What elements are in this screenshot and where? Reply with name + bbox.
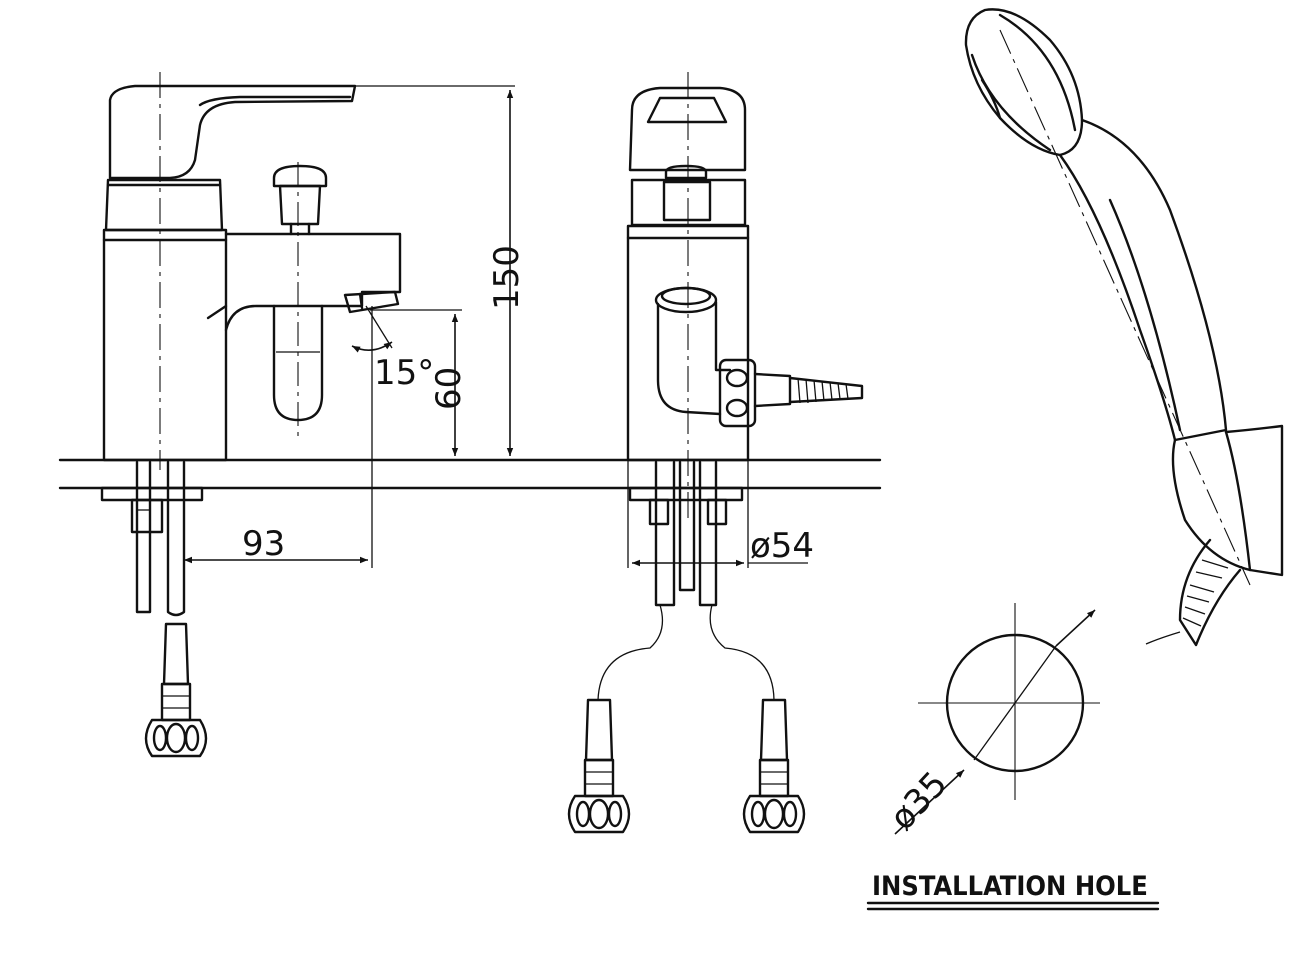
installation-hole: ø35 INSTALLATION HOLE [866, 603, 1160, 911]
installation-hole-caption: INSTALLATION HOLE [872, 871, 1148, 902]
shower-hose [1178, 538, 1242, 647]
faucet-body [102, 228, 228, 462]
hose-nut-left [567, 794, 631, 834]
dim-35-diameter-label: ø35 [882, 764, 955, 838]
dim-60-label: 60 [429, 367, 469, 410]
wall-bracket [1171, 424, 1284, 577]
diverter-knob [272, 164, 328, 188]
handle-front [628, 86, 747, 172]
front-view: ø54 [567, 72, 864, 834]
shower-handle [1058, 118, 1228, 442]
cartridge-collar [104, 178, 224, 232]
dim-54-diameter-label: ø54 [750, 526, 814, 566]
hand-shower [964, 8, 1284, 647]
hose-nut-right [742, 794, 806, 834]
dim-15-degree-label: 15° [374, 353, 434, 393]
shower-hose-stub [788, 376, 864, 404]
spout [224, 232, 402, 332]
hose-nut-side [144, 718, 208, 758]
hose-left-front [567, 698, 631, 834]
dim-150-label: 150 [487, 245, 527, 310]
side-view: 150 60 15° 93 [100, 72, 527, 758]
hose-right-front [742, 698, 806, 834]
lever-handle [108, 84, 357, 180]
aerator [343, 290, 400, 314]
dim-93-label: 93 [242, 524, 285, 564]
